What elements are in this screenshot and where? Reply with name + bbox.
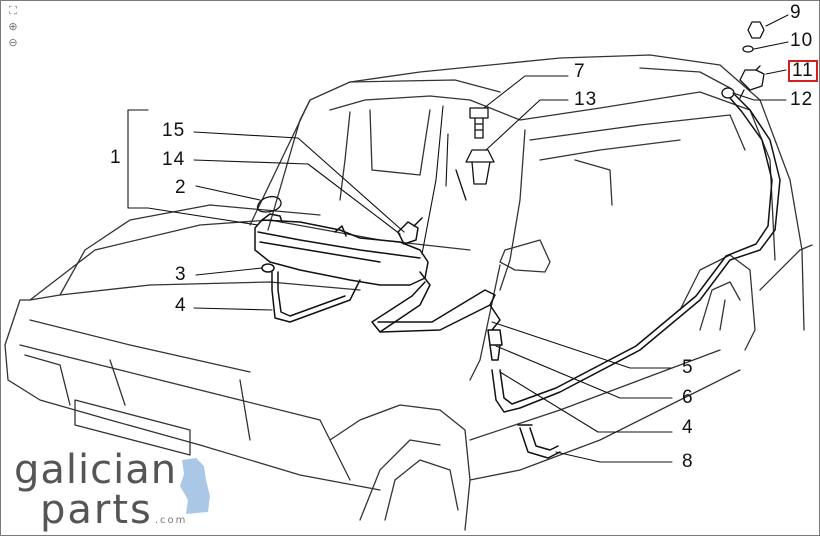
callout-4-left[interactable]: 4 bbox=[175, 295, 187, 316]
callout-2[interactable]: 2 bbox=[175, 177, 187, 198]
logo-line2: parts bbox=[40, 487, 153, 533]
bolt-and-grommet bbox=[455, 107, 495, 201]
zoom-in-icon[interactable]: ⊕ bbox=[8, 20, 18, 33]
callout-5[interactable]: 5 bbox=[682, 357, 694, 378]
callout-14[interactable]: 14 bbox=[162, 149, 186, 170]
fit-to-window-icon[interactable]: ⛶ bbox=[9, 4, 17, 17]
callout-13[interactable]: 13 bbox=[574, 89, 598, 110]
callout-12[interactable]: 12 bbox=[790, 89, 814, 110]
callout-15[interactable]: 15 bbox=[162, 120, 186, 141]
callout-9[interactable]: 9 bbox=[790, 2, 802, 23]
callout-6[interactable]: 6 bbox=[682, 387, 694, 408]
callout-10[interactable]: 10 bbox=[790, 30, 814, 51]
callout-3[interactable]: 3 bbox=[175, 264, 187, 285]
zoom-toolbar: ⛶ ⊕ ⊖ bbox=[6, 4, 22, 52]
callout-11-highlighted[interactable]: 11 bbox=[788, 60, 818, 82]
logo-line1: galician bbox=[14, 447, 178, 493]
zoom-out-icon[interactable]: ⊖ bbox=[8, 36, 18, 49]
reservoir-cap bbox=[256, 195, 282, 213]
galicianparts-logo: galician parts.com bbox=[14, 450, 187, 541]
callout-1[interactable]: 1 bbox=[110, 147, 122, 168]
callout-8[interactable]: 8 bbox=[682, 451, 694, 472]
washer-hoses bbox=[271, 94, 781, 459]
car-body-lines bbox=[4, 54, 813, 531]
callout-7[interactable]: 7 bbox=[574, 61, 586, 82]
leader-lines bbox=[127, 14, 789, 463]
washer-reservoir bbox=[254, 213, 429, 286]
logo-domain: .com bbox=[154, 515, 188, 526]
callout-4-right[interactable]: 4 bbox=[682, 417, 694, 438]
galicia-map-logo-icon bbox=[180, 458, 210, 514]
